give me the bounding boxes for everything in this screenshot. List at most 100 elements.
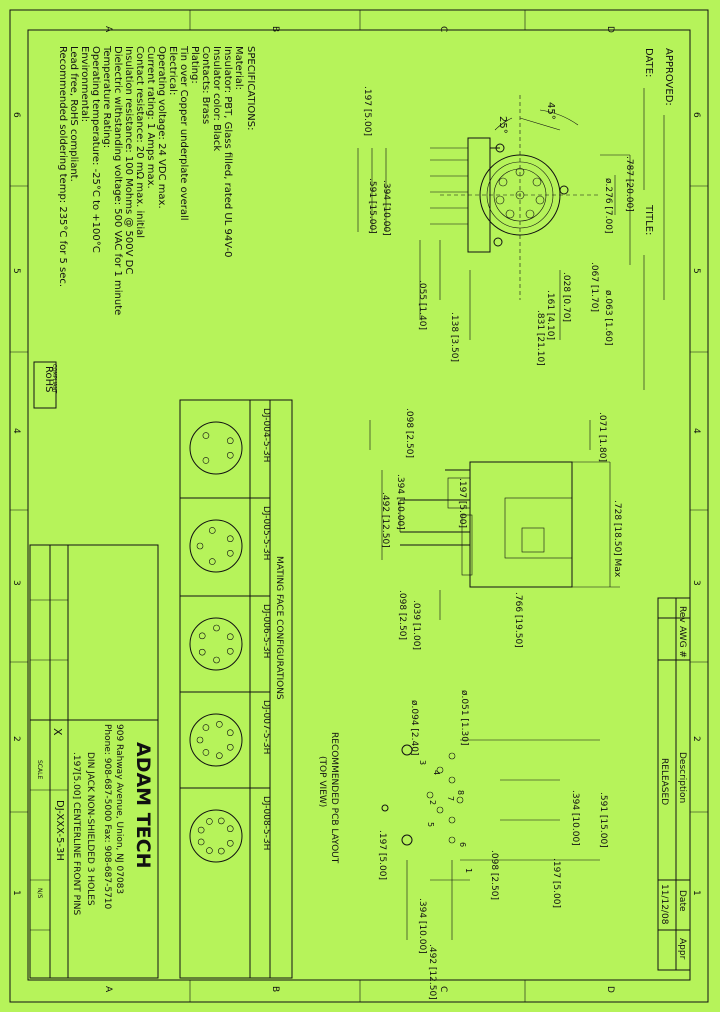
rev-header-appr: Appr bbox=[677, 938, 687, 960]
mating-pin bbox=[216, 721, 223, 728]
part-description-1: DIN JACK NON-SHIELDED 3 HOLES bbox=[85, 752, 95, 906]
pcb-pin-label: 1 bbox=[464, 868, 473, 873]
zone-number-1-left: 1 bbox=[11, 890, 21, 896]
rohs-text: RoHS bbox=[43, 366, 54, 392]
spec-line: Tin over Copper underplate overall bbox=[178, 45, 189, 221]
mating-pin bbox=[226, 437, 234, 445]
mating-pin bbox=[198, 648, 206, 656]
spec-line: Lead free, RoHS compliant. bbox=[68, 46, 79, 182]
spec-lines: Material:Insulator: PBT, Glass filled, r… bbox=[57, 45, 244, 315]
date-label: DATE: bbox=[643, 48, 654, 77]
mating-part-label: DJ-006-5-3H bbox=[261, 604, 271, 658]
angle-25: 25° bbox=[497, 116, 508, 134]
inner-border bbox=[27, 29, 691, 981]
zone-number-5-right: 5 bbox=[691, 268, 701, 274]
title-label: TITLE: bbox=[643, 204, 654, 235]
pcb-pin-label: 5 bbox=[426, 822, 435, 827]
mating-face bbox=[189, 421, 243, 475]
zone-number-1-right: 1 bbox=[691, 890, 701, 896]
zone-number-4-right: 4 bbox=[691, 428, 701, 434]
mating-pin bbox=[226, 743, 234, 751]
front-view: 45° 25° .787 [20.00]ø.276 [7.00]ø.063 [1… bbox=[357, 86, 634, 366]
mating-pin bbox=[206, 818, 213, 825]
pcb-pin-label: 4 bbox=[432, 770, 441, 775]
pcb-dimension: .394 [10.00] bbox=[570, 790, 580, 846]
mating-part-label: DJ-005-5-3H bbox=[261, 506, 271, 560]
spec-line: Insulator: PBT, Glass filled, rated UL 9… bbox=[222, 46, 233, 257]
side-dimension: .098 [2.50] bbox=[397, 590, 407, 640]
mating-pin bbox=[217, 847, 225, 855]
pcb-pin-label: 3 bbox=[418, 760, 427, 765]
outer-border bbox=[9, 9, 709, 1003]
spec-line: Operating voltage: 24 VDC max. bbox=[156, 46, 167, 209]
pcb-dimension: .197 [5.00] bbox=[377, 830, 387, 880]
pcb-subtitle: (TOP VIEW) bbox=[317, 756, 327, 807]
pcb-dimension: ø.051 [1.30] bbox=[459, 690, 469, 745]
zone-letter-a-bottom: A bbox=[103, 986, 113, 993]
company-address: 909 Rahway Avenue, Union, NJ 07083 bbox=[114, 724, 124, 894]
side-dimension: .766 [19.50] bbox=[513, 592, 523, 648]
spec-line: Contacts: Brass bbox=[200, 46, 211, 124]
mating-pin bbox=[196, 736, 204, 744]
company-phone: Phone: 908-687-5000 Fax: 908-687-5710 bbox=[102, 724, 112, 910]
mating-pin bbox=[216, 752, 223, 759]
zone-number-6-left: 6 bbox=[11, 112, 21, 118]
mating-pin bbox=[217, 817, 225, 825]
mating-table: MATING FACE CONFIGURATIONS DJ-004-5-3HDJ… bbox=[179, 399, 293, 979]
pcb-pin-label: 8 bbox=[456, 790, 465, 795]
mating-pin bbox=[226, 825, 234, 833]
rev-description: RELEASED bbox=[659, 758, 669, 805]
zone-number-4-left: 4 bbox=[11, 428, 21, 434]
zone-number-5-left: 5 bbox=[11, 268, 21, 274]
front-dimension: .787 [20.00] bbox=[624, 156, 634, 212]
mating-pin bbox=[202, 457, 210, 464]
spec-line: Environmental: bbox=[79, 46, 90, 122]
front-dimension: .067 [1.70] bbox=[589, 262, 599, 312]
scale-label: SCALE bbox=[36, 760, 43, 779]
part-number: DJ-XXX-5-3H bbox=[54, 800, 65, 861]
mating-pin bbox=[226, 633, 234, 641]
pcb-pin-label: 2 bbox=[428, 800, 437, 805]
part-description-2: .197[5.00] CENTERLINE FRONT PINS bbox=[71, 752, 81, 915]
mating-pin bbox=[208, 527, 216, 534]
front-dimension: .591 [15.00] bbox=[367, 178, 377, 234]
mating-pin bbox=[202, 749, 210, 756]
rev-header-rev: Rev bbox=[677, 606, 687, 623]
zone-letter-d-bottom: D bbox=[605, 986, 615, 993]
side-dimension: .492 [12.50] bbox=[380, 492, 390, 548]
front-dimension: .138 [3.50] bbox=[449, 312, 459, 362]
mating-part-label: DJ-007-5-3H bbox=[261, 700, 271, 754]
rev-header-awg: AWG # bbox=[677, 626, 687, 658]
zone-letter-d-top: D bbox=[605, 26, 615, 33]
zone-letter-a-top: A bbox=[103, 26, 113, 33]
approved-label: APPROVED: bbox=[663, 48, 674, 106]
spec-line: Dielectric withstanding voltage: 500 VAC… bbox=[112, 46, 123, 315]
rev-date: 11/12/08 bbox=[659, 884, 669, 925]
pcb-dimension: ø.094 [2.40] bbox=[409, 700, 419, 755]
mating-part-label: DJ-008-5-3H bbox=[261, 796, 271, 850]
pcb-pin-label: 7 bbox=[446, 796, 455, 801]
mating-pin bbox=[197, 838, 205, 846]
side-dimension: .394 [10.00] bbox=[395, 474, 405, 530]
pcb-dimension: .394 [10.00] bbox=[417, 898, 427, 954]
spec-line: Current rating: 1 Amps max. bbox=[145, 46, 156, 189]
front-dims: .787 [20.00]ø.276 [7.00]ø.063 [1.60].067… bbox=[362, 86, 634, 366]
side-dimension: .039 [1.00] bbox=[411, 600, 421, 650]
pcb-dims: ø.051 [1.30] ø.094 [2.40] .591 [15.00] .394… bbox=[377, 690, 608, 1000]
company-name: ADAM TECH bbox=[132, 742, 154, 869]
rev-header-date: Date bbox=[677, 890, 687, 912]
zone-ticks bbox=[10, 10, 708, 1002]
pcb-dimension: .591 [15.00] bbox=[598, 792, 608, 848]
revision-table: Rev AWG # Description Date Appr RELEASED… bbox=[657, 597, 691, 971]
spec-heading: SPECIFICATIONS: bbox=[245, 46, 256, 131]
mating-pin bbox=[226, 549, 234, 557]
side-dimension: .098 [2.50] bbox=[404, 408, 414, 458]
front-dimension: .055 [1.40] bbox=[417, 280, 427, 330]
zone-letter-b-bottom: B bbox=[270, 986, 280, 992]
zone-letter-c-top: C bbox=[438, 26, 448, 32]
spec-line: Electrical: bbox=[167, 46, 178, 95]
mating-pin bbox=[206, 847, 213, 854]
rohs-badge: RoHS COMPLIANT bbox=[33, 361, 57, 409]
pcb-dimension: .492 [12.50] bbox=[427, 944, 437, 1000]
